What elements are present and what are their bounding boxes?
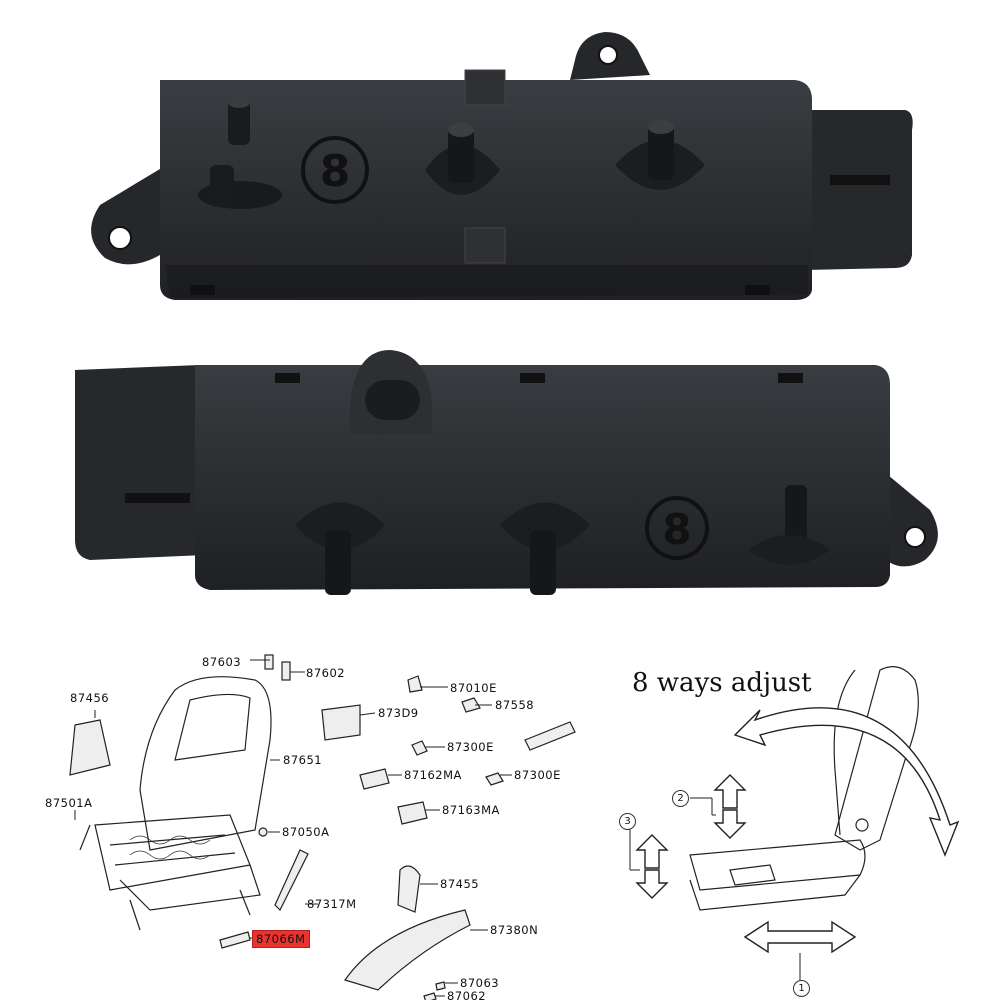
part-label-87063: 87063 [460, 976, 500, 990]
knob-right [648, 125, 674, 180]
mount-hole-top [598, 45, 618, 65]
embossed-8-bottom: 8 [662, 505, 691, 554]
part-label-87455: 87455 [440, 877, 480, 891]
recline-arrow-icon [733, 707, 960, 857]
part-87603-sketch [264, 654, 274, 670]
part-label-87050A: 87050A [282, 825, 330, 839]
part-label-87300E-a: 87300E [447, 740, 494, 754]
part-label-87651: 87651 [283, 753, 323, 767]
part-label-87300E-b: 87300E [514, 768, 561, 782]
tilt-down-arrow-icon [635, 869, 669, 899]
part-label-87456: 87456 [70, 691, 110, 705]
part-label-87162MA: 87162MA [404, 768, 462, 782]
part-label-87317M: 87317M [307, 897, 357, 911]
part-label-87163MA: 87163MA [442, 803, 500, 817]
photo-switch-bottom: 8 [0, 325, 1000, 650]
connector-left [75, 365, 205, 560]
part-label-87603: 87603 [202, 655, 242, 669]
part-87602-sketch [281, 661, 291, 681]
connector-slot [830, 175, 890, 185]
part-label-87380N: 87380N [490, 923, 539, 937]
seat-exploded-sketch [79, 676, 272, 931]
connector-right [805, 110, 913, 270]
part-label-87501A: 87501A [45, 796, 93, 810]
switch-top-illustration: 8 [0, 0, 1000, 325]
part-label-87062: 87062 [447, 989, 487, 1003]
part-87456-sketch [69, 719, 111, 776]
post-left-upper [228, 100, 250, 145]
slide-arrow-icon [743, 920, 857, 954]
marker-2: 2 [672, 790, 689, 807]
height-up-arrow-icon [713, 774, 747, 809]
tilt-up-arrow-icon [635, 834, 669, 869]
part-label-87010E: 87010E [450, 681, 497, 695]
part-label-87558: 87558 [495, 698, 535, 712]
part-label-87602: 87602 [306, 666, 346, 680]
switch-bottom-illustration: 8 [0, 325, 1000, 650]
parts-diagram-panel: 87603 87602 87456 87010E 87558 873D9 873… [0, 650, 1000, 1003]
marker-1: 1 [793, 980, 810, 997]
knob-middle [530, 530, 556, 595]
adjust-arrows [635, 707, 960, 954]
marker-3: 3 [619, 813, 636, 830]
embossed-8-top: 8 [320, 146, 351, 197]
mount-hole-left [108, 226, 132, 250]
knob-left [325, 530, 351, 595]
knob-center [448, 128, 474, 183]
post-left-lower [210, 165, 234, 207]
embossed-circle [301, 136, 369, 204]
height-down-arrow-icon [713, 809, 747, 839]
part-label-873D9: 873D9 [378, 706, 419, 720]
parts-diagram-drawing [69, 654, 960, 1000]
part-label-87066M-highlighted: 87066M [252, 930, 310, 948]
photo-switch-top: 8 [0, 0, 1000, 325]
adjust-title: 8 ways adjust [632, 668, 812, 698]
